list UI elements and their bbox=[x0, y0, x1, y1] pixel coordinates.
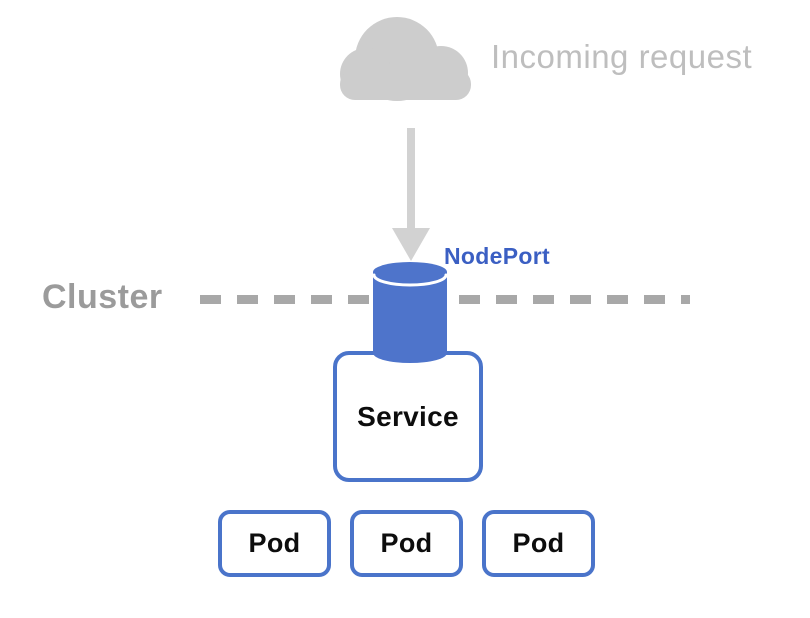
pod-box: Pod bbox=[218, 510, 331, 577]
cloud-icon bbox=[340, 17, 471, 101]
service-label: Service bbox=[357, 400, 459, 432]
pod-box: Pod bbox=[350, 510, 463, 577]
arrow-down-icon bbox=[392, 128, 430, 261]
pod-box: Pod bbox=[482, 510, 595, 577]
service-box: Service bbox=[333, 351, 483, 482]
nodeport-label: NodePort bbox=[444, 243, 550, 269]
pods-row: Pod Pod Pod bbox=[218, 510, 595, 577]
incoming-request-label: Incoming request bbox=[491, 38, 753, 75]
pod-label: Pod bbox=[380, 528, 433, 558]
pod-label: Pod bbox=[248, 528, 301, 558]
cluster-label: Cluster bbox=[42, 278, 163, 316]
nodeport-cylinder-icon bbox=[372, 262, 448, 363]
pod-label: Pod bbox=[512, 528, 565, 558]
